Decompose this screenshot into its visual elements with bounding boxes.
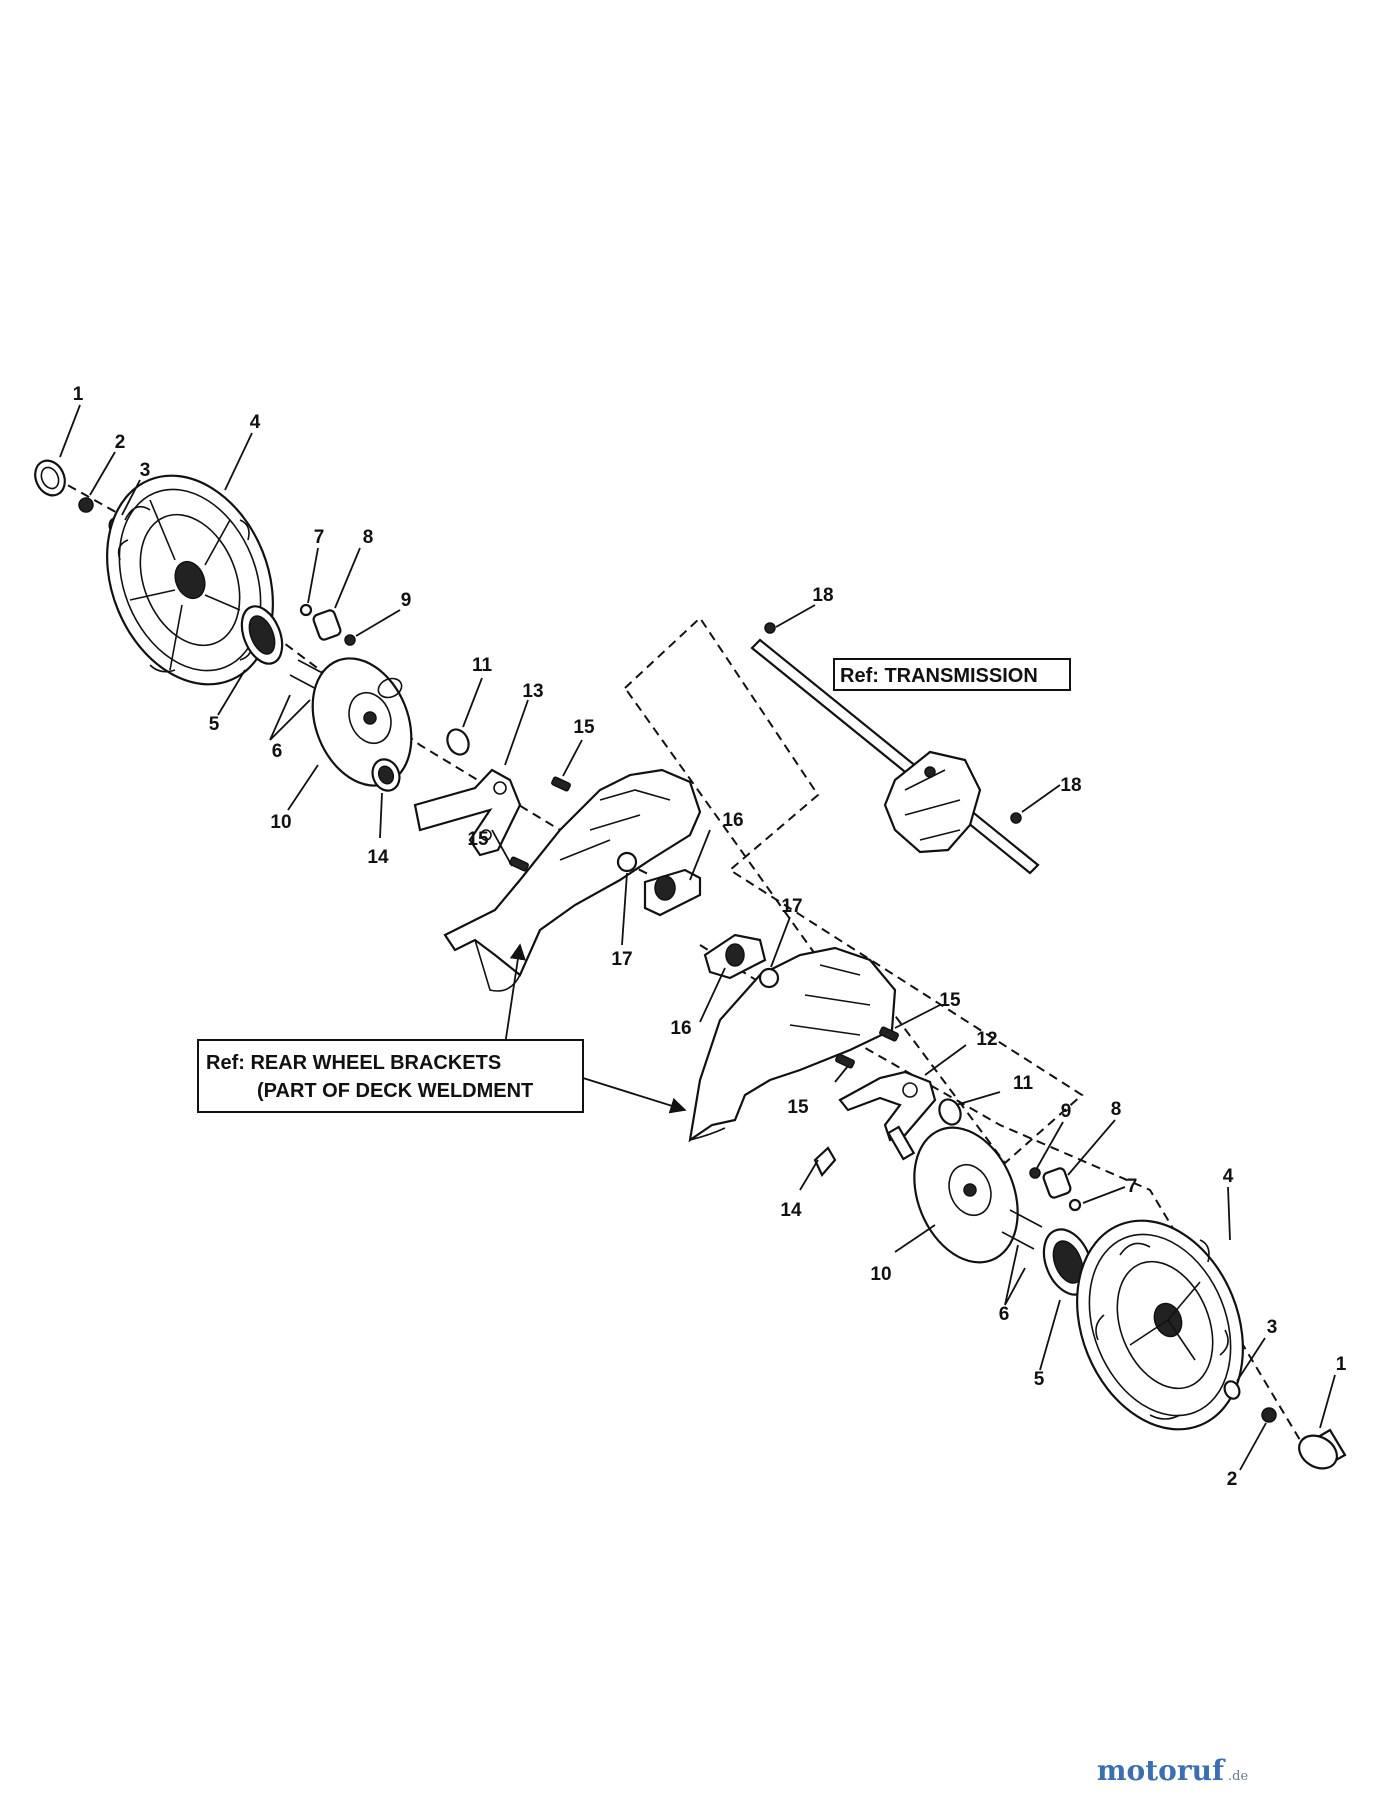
callout-right-15b: 15 xyxy=(787,1097,809,1118)
callout-left-1: 1 xyxy=(73,384,84,405)
left-drive-gear-part xyxy=(240,605,284,665)
ref-transmission-label: Ref: TRANSMISSION xyxy=(840,665,1038,687)
left-oring-part xyxy=(446,728,470,756)
callout-right-10: 10 xyxy=(870,1264,891,1285)
left-callouts: 1 2 3 4 5 6 7 8 9 10 11 13 14 15 15 16 1… xyxy=(73,384,744,970)
callout-right-5: 5 xyxy=(1034,1369,1045,1390)
transmission-dashed-outline xyxy=(623,616,1084,1165)
callout-left-2: 2 xyxy=(115,432,126,453)
left-rear-bracket-part xyxy=(443,768,702,992)
left-pivot-mount-part xyxy=(643,868,702,917)
left-bolt-part-a xyxy=(551,776,571,792)
callout-left-15a: 15 xyxy=(573,717,595,738)
callout-right-6: 6 xyxy=(999,1304,1010,1325)
callout-trans-18b: 18 xyxy=(1060,775,1081,796)
callout-left-16: 16 xyxy=(722,810,743,831)
right-pivot-mount-part xyxy=(703,933,767,980)
right-rear-bracket-part xyxy=(688,946,897,1143)
callout-right-16: 16 xyxy=(670,1018,691,1039)
right-height-adjuster-part xyxy=(838,1070,937,1161)
callout-left-9: 9 xyxy=(401,590,412,611)
callout-right-1: 1 xyxy=(1336,1354,1347,1375)
right-small-washer-part xyxy=(1068,1198,1082,1212)
right-gear-cover-part xyxy=(913,1126,1019,1264)
left-small-washer-part xyxy=(299,603,313,617)
right-pin-part-b xyxy=(1001,1231,1035,1250)
ref-transmission-box: Ref: TRANSMISSION xyxy=(833,658,1071,691)
right-hubcap-part xyxy=(1298,1428,1347,1470)
right-pin-part-a xyxy=(1009,1209,1043,1228)
right-pawl-part xyxy=(1042,1167,1072,1199)
callout-right-4: 4 xyxy=(1223,1166,1234,1187)
callout-right-9: 9 xyxy=(1061,1101,1072,1122)
watermark-brand: motoruf xyxy=(1097,1754,1226,1787)
callout-right-3: 3 xyxy=(1267,1317,1278,1338)
callout-trans-18a: 18 xyxy=(812,585,833,606)
callout-left-13: 13 xyxy=(522,681,543,702)
left-bearing-part xyxy=(371,758,401,792)
callout-right-2: 2 xyxy=(1227,1469,1238,1490)
gearbox-part xyxy=(883,750,982,854)
callout-left-11: 11 xyxy=(472,655,493,676)
left-wheel-assembly xyxy=(34,459,702,992)
shaft-pin-part-b xyxy=(1010,812,1022,824)
left-nut-part xyxy=(78,497,94,513)
svg-text:motoruf: motoruf xyxy=(1097,1754,1226,1787)
callout-right-8: 8 xyxy=(1111,1099,1122,1120)
left-wheel-part xyxy=(106,474,274,686)
shaft-pin-part-a xyxy=(764,622,776,634)
callout-right-14: 14 xyxy=(780,1200,802,1221)
right-washer-part xyxy=(1223,1380,1241,1400)
right-bushing-part xyxy=(758,967,780,989)
right-nut-part xyxy=(1261,1407,1277,1423)
right-callouts: 17 16 15 15 12 11 14 10 9 8 7 6 5 4 3 2 … xyxy=(670,896,1346,1490)
left-bushing-part xyxy=(616,851,638,873)
callout-left-7: 7 xyxy=(314,527,325,548)
right-wheel-part xyxy=(1076,1219,1244,1431)
ref-rear-brackets-box: Ref: REAR WHEEL BRACKETS (PART OF DECK W… xyxy=(197,1039,584,1113)
left-hubcap-part xyxy=(34,459,66,497)
callout-right-17: 17 xyxy=(781,896,802,917)
left-bolt-part-b xyxy=(509,856,529,872)
left-spring-part xyxy=(344,634,356,646)
left-pawl-part xyxy=(312,609,342,641)
callout-left-8: 8 xyxy=(363,527,374,548)
callout-left-17: 17 xyxy=(611,949,632,970)
right-bearing-clip-part xyxy=(813,1146,837,1178)
callout-left-4: 4 xyxy=(250,412,261,433)
right-bolt-part-b xyxy=(835,1053,855,1069)
ref-rear-brackets-line2: (PART OF DECK WELDMENT xyxy=(257,1080,533,1102)
callout-right-12: 12 xyxy=(976,1029,997,1050)
callout-left-6: 6 xyxy=(272,741,283,762)
callout-right-7: 7 xyxy=(1127,1176,1138,1197)
callout-left-5: 5 xyxy=(209,714,220,735)
right-wheel-assembly xyxy=(688,933,1347,1470)
callout-right-15a: 15 xyxy=(939,990,961,1011)
callout-left-14: 14 xyxy=(367,847,389,868)
callout-left-15b: 15 xyxy=(467,829,489,850)
transmission-callouts: 18 18 xyxy=(812,585,1081,796)
transmission-assembly xyxy=(623,616,1084,1165)
callout-right-11: 11 xyxy=(1013,1073,1034,1094)
watermark-tld: .de xyxy=(1228,1769,1248,1784)
callout-left-10: 10 xyxy=(270,812,291,833)
watermark-logo: motoruf .de xyxy=(1097,1754,1249,1787)
ref-rear-brackets-line1: Ref: REAR WHEEL BRACKETS xyxy=(206,1052,501,1074)
callout-left-3: 3 xyxy=(140,460,151,481)
right-bolt-part-a xyxy=(879,1026,899,1042)
leader-lines xyxy=(59,404,1336,1471)
right-spring-part xyxy=(1029,1167,1041,1179)
right-oring-part xyxy=(938,1098,962,1126)
